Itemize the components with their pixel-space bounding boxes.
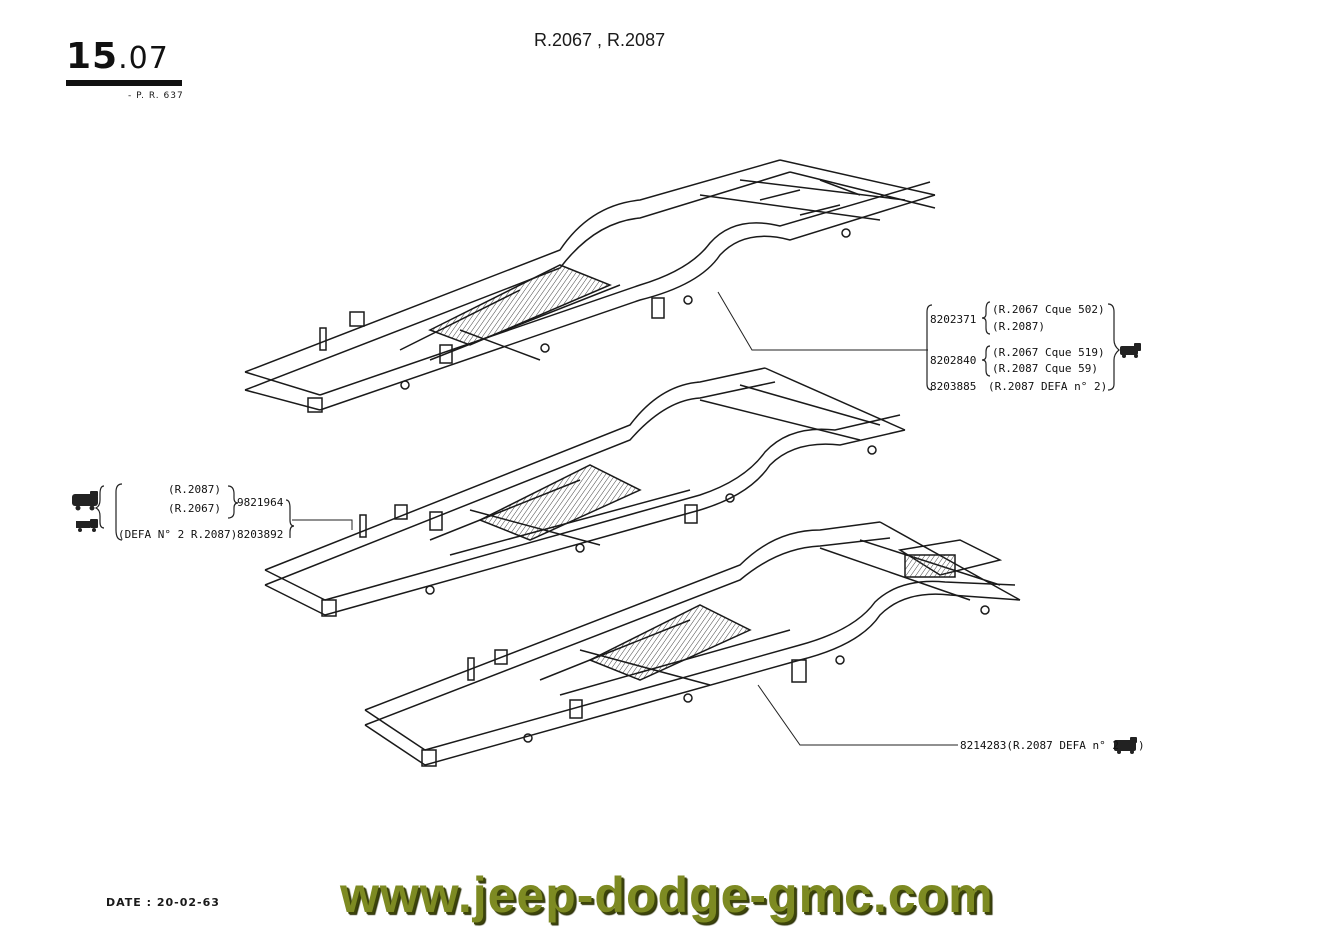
part-variant: (R.2067 Cque 502) — [992, 303, 1105, 316]
part-number-8202371: 8202371 — [930, 313, 977, 326]
pr-reference: - P. R. 637 — [128, 91, 184, 101]
part-number: 8214283 — [960, 739, 1007, 752]
van-icon — [72, 491, 98, 511]
part-number-8203892: 8203892 — [237, 528, 284, 541]
part-number-9821964: 9821964 — [237, 496, 284, 509]
part-number-8203885: 8203885 — [930, 380, 977, 393]
part-variant: (R.2087) — [168, 483, 221, 496]
part-variant: (R.2087 Cque 59) — [992, 362, 1098, 375]
watermark-url: www.jeep-dodge-gmc.com — [340, 867, 994, 923]
part-number-8202840: 8202840 — [930, 354, 977, 367]
section-minor: .07 — [118, 41, 169, 76]
part-number-8214283: 8214283(R.2087 DEFA n° 2 — [960, 739, 1119, 752]
part-variant: (R.2087 DEFA n° 2 — [1006, 739, 1119, 752]
chassis-frame-middle — [264, 367, 906, 617]
truck-icon — [76, 519, 98, 532]
part-variant-close: ) — [1138, 739, 1145, 752]
van-icon — [1120, 343, 1141, 358]
chassis-frame-bottom — [364, 521, 1021, 767]
page-title: R.2067 , R.2087 — [534, 30, 666, 50]
callout-top-brackets — [926, 301, 1120, 391]
van-icon — [1114, 737, 1137, 754]
part-variant: (R.2087 DEFA n° 2) — [988, 380, 1108, 393]
section-major: 15 — [66, 36, 119, 77]
callout-middle-brackets — [94, 483, 295, 541]
section-rule — [66, 80, 182, 86]
chassis-frame-top — [244, 159, 936, 413]
date-label: DATE : 20-02-63 — [106, 896, 220, 909]
part-variant: (R.2067) — [168, 502, 221, 515]
section-number: 15.07 — [66, 36, 169, 77]
part-variant: (R.2067 Cque 519) — [992, 346, 1105, 359]
leader-lines — [292, 291, 958, 746]
part-variant: (DEFA N° 2 R.2087) — [118, 528, 238, 541]
part-variant: (R.2087) — [992, 320, 1045, 333]
